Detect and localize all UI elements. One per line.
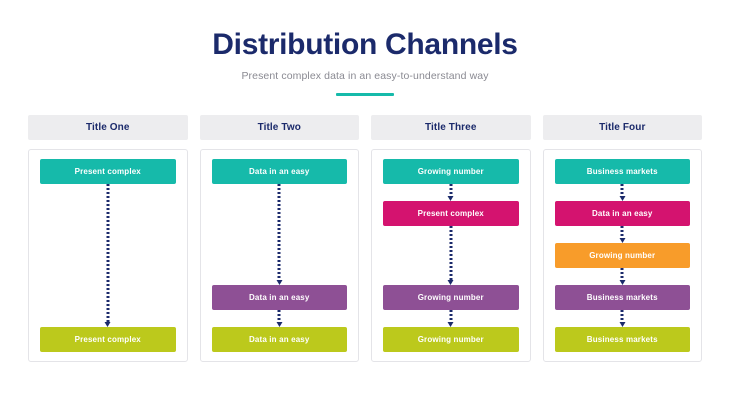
node-box[interactable]: Business markets bbox=[554, 159, 690, 184]
flow-arrow-dotted-line bbox=[449, 184, 453, 196]
node-slot-filled: Data in an easy bbox=[211, 159, 347, 285]
column-header-4[interactable]: Title Four bbox=[542, 115, 702, 140]
node-slot-filled: Present complex bbox=[40, 327, 176, 352]
flow-arrow-dotted-line bbox=[449, 310, 453, 322]
node-box[interactable]: Data in an easy bbox=[554, 201, 690, 226]
node-box[interactable]: Growing number bbox=[383, 159, 519, 184]
flow-arrow bbox=[447, 310, 454, 327]
flow-arrow bbox=[619, 184, 626, 201]
flow-arrow-dotted-line bbox=[620, 310, 624, 322]
accent-divider bbox=[336, 93, 394, 96]
flow-arrow bbox=[619, 268, 626, 285]
node-slot-filled: Growing number bbox=[554, 243, 690, 285]
node-box[interactable]: Business markets bbox=[554, 327, 690, 352]
node-slot-filled: Growing number bbox=[383, 327, 519, 352]
node-slot-filled: Growing number bbox=[383, 159, 519, 201]
node-slot-empty bbox=[212, 243, 348, 268]
flow-arrow-dotted-line bbox=[620, 226, 624, 238]
node-box[interactable]: Growing number bbox=[554, 243, 690, 268]
node-slot-empty bbox=[40, 243, 176, 268]
node-slot-filled: Business markets bbox=[554, 159, 690, 201]
column-header-3[interactable]: Title Three bbox=[371, 115, 531, 140]
node-slot-filled: Present complex bbox=[383, 201, 519, 285]
node-box[interactable]: Growing number bbox=[383, 285, 519, 310]
node-slot-empty bbox=[383, 243, 519, 268]
node-box[interactable]: Present complex bbox=[40, 159, 176, 184]
flow-arrow-dotted-line bbox=[277, 310, 281, 322]
page-subtitle: Present complex data in an easy-to-under… bbox=[241, 70, 489, 82]
node-box[interactable]: Data in an easy bbox=[211, 327, 347, 352]
column-header-1[interactable]: Title One bbox=[28, 115, 188, 140]
node-box[interactable]: Growing number bbox=[383, 327, 519, 352]
flow-arrow bbox=[447, 184, 454, 201]
page-header: Distribution Channels Present complex da… bbox=[0, 0, 730, 96]
flow-arrow-dotted-line bbox=[620, 184, 624, 196]
column-header-2[interactable]: Title Two bbox=[199, 115, 359, 140]
node-box[interactable]: Present complex bbox=[383, 201, 519, 226]
node-slot-filled: Data in an easy bbox=[554, 201, 690, 243]
node-box[interactable]: Data in an easy bbox=[211, 159, 347, 184]
node-slot-empty bbox=[40, 201, 176, 226]
flow-arrow bbox=[619, 310, 626, 327]
node-slot-filled: Business markets bbox=[554, 285, 690, 327]
node-slot-empty bbox=[40, 285, 176, 310]
flow-arrow bbox=[276, 184, 283, 285]
flow-arrow bbox=[619, 226, 626, 243]
node-box[interactable]: Business markets bbox=[554, 285, 690, 310]
node-slot-filled: Business markets bbox=[554, 327, 690, 352]
node-slot-filled: Data in an easy bbox=[211, 285, 347, 327]
node-slot-filled: Data in an easy bbox=[211, 327, 347, 352]
node-box[interactable]: Data in an easy bbox=[211, 285, 347, 310]
node-slot-empty bbox=[212, 201, 348, 226]
flow-arrow-dotted-line bbox=[620, 268, 624, 280]
node-slot-filled: Growing number bbox=[383, 285, 519, 327]
flow-arrow bbox=[276, 310, 283, 327]
page-title: Distribution Channels bbox=[212, 28, 518, 61]
node-box[interactable]: Present complex bbox=[40, 327, 176, 352]
node-slot-filled: Present complex bbox=[40, 159, 176, 327]
